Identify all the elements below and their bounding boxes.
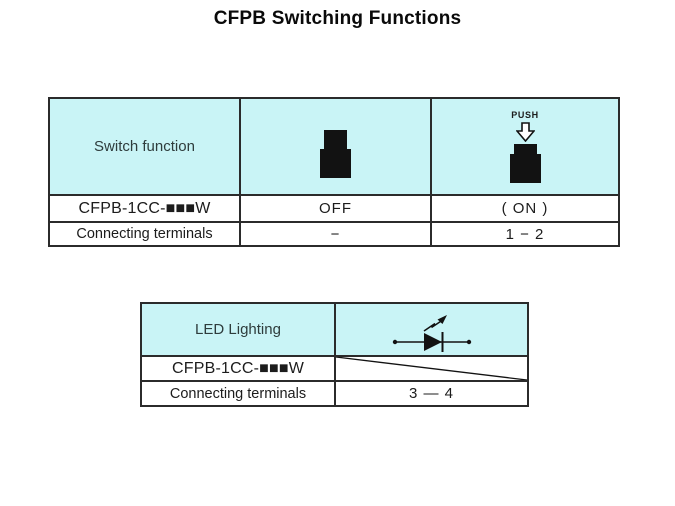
switch-state-on-cell: PUSH [430, 97, 620, 196]
switch-function-header-cell: Switch function [48, 97, 241, 196]
push-arrow-icon [515, 121, 535, 142]
terminals-off-value: − [239, 221, 432, 247]
led-symbol-cell [334, 302, 529, 357]
led-lighting-label: LED Lighting [195, 321, 281, 338]
switch-state-off-cell [239, 97, 432, 196]
push-action-stack: PUSH [432, 109, 618, 183]
model-number-cell: CFPB-1CC-■■■W [140, 355, 336, 382]
state-off-value: OFF [239, 194, 432, 223]
led-symbol-icon [392, 314, 471, 352]
button-body [509, 153, 541, 183]
push-label: PUSH [511, 109, 539, 120]
state-on-value: ( ON ) [430, 194, 620, 223]
push-button-pressed-icon [509, 143, 541, 183]
led-terminals-value: 3 — 4 [334, 380, 529, 407]
connecting-terminals-label: Connecting terminals [48, 221, 241, 247]
connecting-terminals-label: Connecting terminals [140, 380, 336, 407]
diagonal-strike-icon [336, 357, 527, 380]
button-body [320, 148, 351, 178]
led-lighting-header-cell: LED Lighting [140, 302, 336, 357]
switch-function-label: Switch function [94, 138, 195, 155]
led-lighting-table: LED Lighting CFPB-1CC-■■■W [140, 302, 529, 407]
page-title: CFPB Switching Functions [213, 8, 462, 29]
model-number-cell: CFPB-1CC-■■■W [48, 194, 241, 223]
switch-function-table: Switch function PUSH [48, 97, 620, 247]
button-plunger [513, 143, 537, 154]
push-button-released-icon [320, 129, 351, 178]
terminals-on-value: 1 − 2 [430, 221, 620, 247]
button-plunger [324, 129, 347, 149]
not-applicable-cell [334, 355, 529, 382]
